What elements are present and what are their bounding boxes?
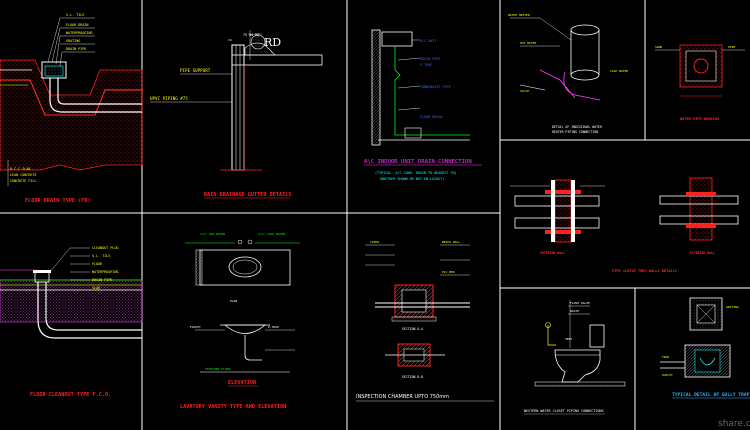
panel-inspection: COVER BRICK WALL PCC BED SECTION A-A SEC… — [356, 240, 494, 402]
watermark: share.c — [718, 419, 750, 429]
ac-label-2: DRAIN PIPE — [420, 57, 440, 61]
wc-label-2: WASTE — [570, 309, 579, 313]
cleanout-pipe — [37, 282, 142, 339]
fco-label-6: SLAB — [92, 286, 100, 290]
panel-water-bedding: SAND PIPE WATER PIPE BEDDING — [655, 44, 745, 121]
wc-label-3: VENT — [565, 337, 572, 341]
water-heater-tank — [570, 69, 600, 81]
ic-section-bb: SECTION B-B — [402, 375, 423, 379]
gutter-upvc-label: UPVC PIPING #75 — [150, 96, 188, 101]
panel-floor-cleanout: CLEANOUT PLUG S.L. TILE FLOOR WATERPROOF… — [0, 246, 143, 398]
ac-drain-title: A\C INDOOR UNIT DRAIN CONNECTION — [364, 159, 472, 165]
lav-label-2: 1/2" COLD WATER — [258, 232, 285, 236]
wc-title: WESTERN WATER CLOSET PIPING CONNECTIONS — [524, 409, 604, 413]
panel-ac-drain: A/C UNIT DRAIN PIPE P-TRAP CONDENSATE PI… — [364, 29, 482, 181]
lavatory-elevation-label: ELEVATION — [228, 380, 256, 386]
panel-gully-trap: GRATING TRAP OUTLET TYPICAL DETAIL OF GU… — [660, 297, 750, 399]
sleeve-label-interior: INTERIOR WALL — [540, 251, 565, 255]
panel-water-heater: WATER HEATER HOT WATER COLD WATER VALVE … — [508, 13, 628, 134]
lav-plan-label: PLAN — [230, 299, 237, 303]
wc-label-1: FLUSH VALVE — [570, 301, 590, 305]
rain-gutter-title: RAIN DRAINAGE GUTTER DETAILS — [204, 192, 291, 198]
inspection-title: INSPECTION CHAMBER UPTO 750mm — [356, 394, 449, 400]
water-heater-title: DETAIL OF INDIVIDUAL WATER — [552, 125, 602, 129]
floor-drain-pipe — [49, 78, 142, 113]
lav-label-1: 1/2" HOT WATER — [200, 232, 225, 236]
fd-label-4: GRATING — [66, 39, 80, 43]
vanity-counter — [199, 249, 291, 286]
fd-label-8: CONCRETE FILL — [10, 179, 37, 183]
fd-label-5: DRAIN PIPE — [66, 47, 86, 51]
wh-label-4: VALVE — [520, 89, 529, 93]
gutter-rd-label: RD — [264, 36, 281, 49]
fco-label-4: WATERPROOFING — [92, 270, 119, 274]
gutter-pipe-support-label: PIPE SUPPORT — [180, 68, 211, 73]
panel-wc: FLUSH VALVE WASTE VENT WESTERN WATER CLO… — [524, 300, 626, 415]
ac-label-1: A/C UNIT — [420, 39, 436, 43]
gutter-roof-slab — [231, 54, 323, 66]
gully-trap-title: TYPICAL DETAIL OF GULLY TRAP — [672, 392, 750, 398]
ac-label-3: P-TRAP — [420, 63, 432, 67]
bedding-label-1: SAND — [655, 45, 662, 49]
wc-bowl — [554, 349, 601, 383]
ic-label-bed: PCC BED — [442, 270, 455, 274]
gutter-downpipe — [231, 44, 245, 171]
fd-label-2: FLOOR DRAIN — [66, 23, 88, 27]
cleanout-floor-hatch — [0, 279, 143, 323]
panel-floor-drain: S.L. TILE FLOOR DRAIN WATERPROOFING GRAT… — [0, 13, 143, 204]
bedding-pipe — [693, 58, 709, 74]
ac-label-4: CONDENSATE PIPE — [420, 85, 451, 89]
fd-label-7: LEAN CONCRETE — [10, 173, 37, 177]
ac-label-5: FLOOR DRAIN — [420, 115, 442, 119]
fd-label-3: WATERPROOFING — [66, 31, 93, 35]
lav-label-5: FINISHED FLOOR — [205, 367, 230, 371]
wc-cistern — [589, 324, 605, 348]
gully-label-2: TRAP — [662, 355, 669, 359]
fd-label-6: R.C.C SLAB — [10, 167, 30, 171]
gully-label-3: OUTLET — [662, 373, 673, 377]
fco-label-1: CLEANOUT PLUG — [92, 246, 119, 250]
floor-drain-grating — [41, 61, 67, 79]
floor-drain-title: FLOOR DRAIN TYPE (FD) — [25, 198, 91, 204]
ic-label-cover: COVER — [370, 240, 379, 244]
pipe-sleeve-title: PIPE SLEEVE THRU WALLS DETAILS — [612, 269, 677, 273]
ic-section-aa: SECTION A-A — [402, 327, 423, 331]
ac-drain-subtitle: (TYPICAL- A/C COND. DRAIN TO NEAREST FD) — [375, 171, 457, 175]
gully-label-1: GRATING — [726, 305, 739, 309]
fd-label-1: S.L. TILE — [66, 13, 84, 17]
gutter-ro-label: 75 mm RO — [243, 33, 259, 37]
wh-label-2: HOT WATER — [520, 41, 536, 45]
water-bedding-title: WATER PIPE BEDDING — [680, 117, 719, 121]
fco-label-2: S.L. TILE — [92, 254, 110, 258]
bedding-label-2: PIPE — [728, 45, 735, 49]
wh-label-1: WATER HEATER — [508, 13, 530, 17]
vanity-basin-elev — [223, 324, 267, 334]
panel-lavatory: 1/2" HOT WATER 1/2" COLD WATER PLAN FAUC… — [180, 232, 300, 410]
lavatory-title: LAVATORY VANITY TYPE AND ELEVATION — [180, 404, 286, 410]
panel-pipe-sleeve: INTERIOR WALL EXTERIOR WALL PIPE SLEEVE … — [510, 177, 739, 273]
sleeve-label-exterior: EXTERIOR WALL — [690, 251, 715, 255]
panel-rain-gutter: 75 mm RO RD PIPE SUPPORT UPVC PIPING #75… — [150, 30, 323, 199]
fco-label-5: DRAIN PIPE — [92, 278, 112, 282]
sleeve-exterior-wall — [689, 177, 713, 241]
vanity-basin-plan — [228, 256, 262, 278]
floor-drain-slab-line — [0, 79, 142, 116]
ac-unit — [381, 31, 413, 47]
fco-label-3: FLOOR — [92, 262, 103, 266]
ac-wall — [371, 29, 381, 146]
lav-label-4: P-TRAP — [268, 325, 279, 329]
ic-label-wall: BRICK WALL — [442, 240, 460, 244]
floor-cleanout-title: FLOOR CLEANOUT TYPE F.C.O. — [30, 392, 111, 398]
lav-label-3: FAUCET — [190, 325, 201, 329]
ac-drain-subtitle2: (WHETHER SHOWN OR NOT ON LAYOUT) — [379, 177, 444, 181]
water-heater-title2: HEATER PIPING CONNECTION — [552, 130, 598, 134]
wh-label-3: COLD WATER — [610, 69, 628, 73]
